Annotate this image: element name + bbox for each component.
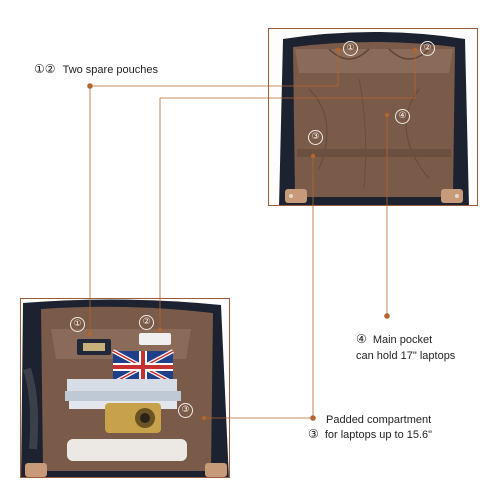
pouches-callout: ①② Two spare pouches xyxy=(34,63,158,77)
backpack-interior-illustration-bottom xyxy=(21,299,229,477)
top-marker-2: ② xyxy=(420,41,435,56)
main-pocket-line2: can hold 17" laptops xyxy=(356,350,456,362)
main-pocket-callout: ④ Main pocket xyxy=(356,333,432,347)
top-marker-1: ① xyxy=(343,41,358,56)
pouches-markers: ①② xyxy=(34,62,56,76)
main-pocket-line1: Main pocket xyxy=(372,334,433,346)
bottom-marker-1: ① xyxy=(70,317,85,332)
bottom-product-photo: ① ② ③ xyxy=(20,298,230,478)
bottom-marker-2: ② xyxy=(139,315,154,330)
padded-callout: Padded compartment xyxy=(308,414,431,427)
backpack-interior-illustration-top xyxy=(269,29,477,205)
top-marker-3: ③ xyxy=(308,130,323,145)
padded-callout-line2: ③ for laptops up to 15.6" xyxy=(308,428,432,442)
bottom-marker-3: ③ xyxy=(178,403,193,418)
main-pocket-marker: ④ xyxy=(356,332,367,346)
top-product-photo: ① ② ③ ④ xyxy=(268,28,478,206)
top-marker-4: ④ xyxy=(395,109,410,124)
leader-dot xyxy=(87,83,93,89)
pouches-text: Two spare pouches xyxy=(62,64,158,76)
padded-marker: ③ xyxy=(308,427,319,441)
padded-line2: for laptops up to 15.6" xyxy=(324,429,433,441)
padded-line1: Padded compartment xyxy=(326,414,432,426)
leader-dot xyxy=(384,313,390,319)
